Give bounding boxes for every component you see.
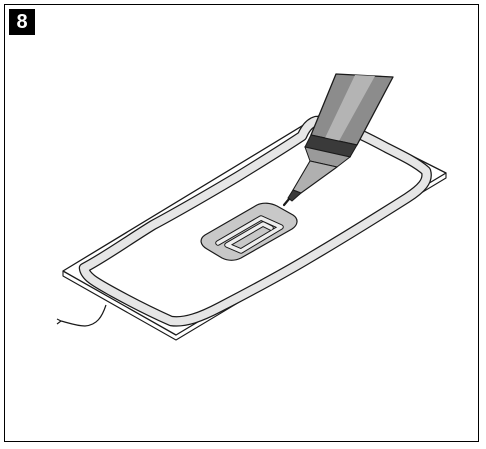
connection-cable bbox=[56, 304, 107, 327]
step-number-badge: 8 bbox=[9, 9, 35, 35]
sealant-gun bbox=[282, 73, 394, 207]
sealant-application-illustration bbox=[56, 73, 447, 341]
instruction-panel: 8 bbox=[4, 4, 479, 442]
heating-pad bbox=[200, 202, 298, 261]
outer-sealant-bead bbox=[78, 115, 432, 327]
